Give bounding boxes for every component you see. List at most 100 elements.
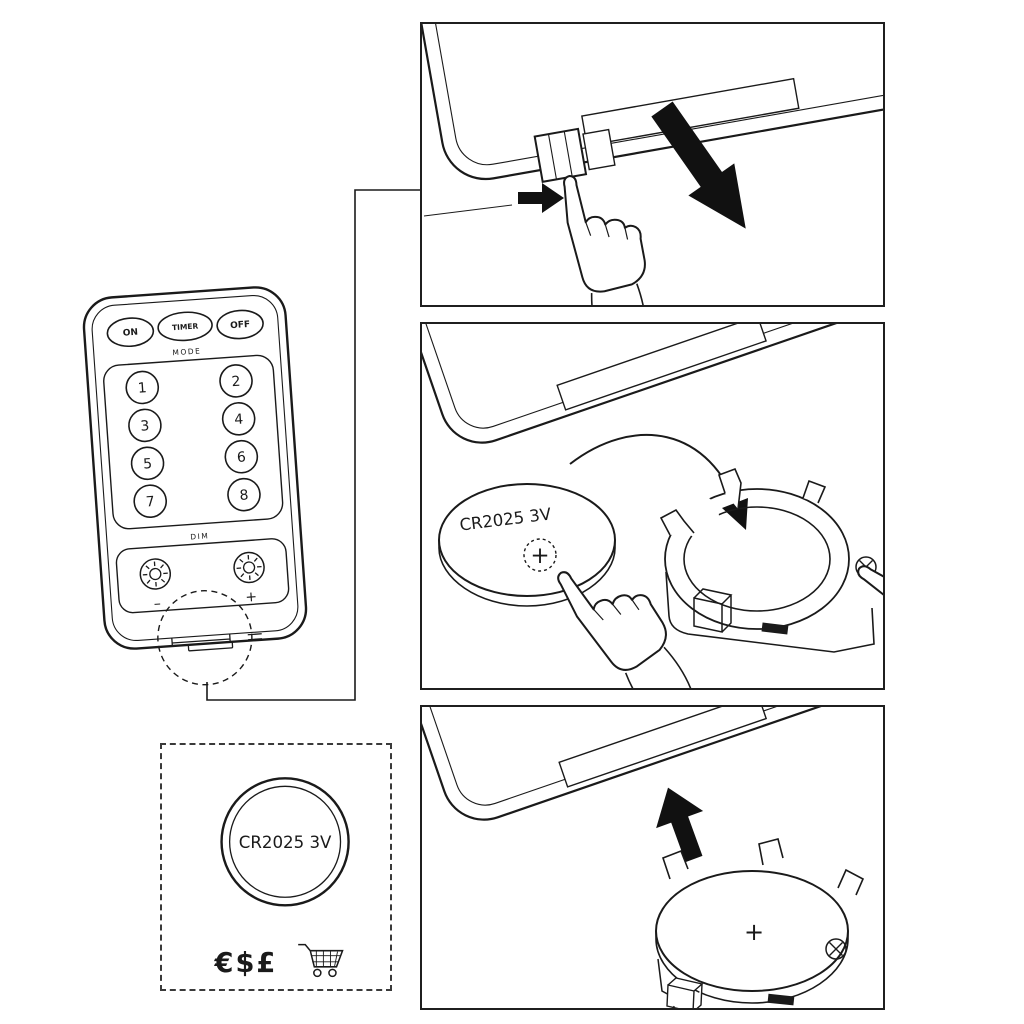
tray-slot (558, 707, 768, 788)
off-button (216, 309, 264, 340)
connector-block (666, 977, 704, 1008)
wrist-line-right (636, 283, 648, 305)
button-1-label: 1 (137, 380, 147, 397)
off-button-label: OFF (230, 320, 251, 331)
battery-spec-linework (220, 777, 350, 907)
battery-spec-drawing: CR2025 3V €$£ (213, 777, 350, 979)
pull-out-arrow-icon (651, 101, 746, 229)
battery-side (438, 540, 616, 607)
device-inner-line (425, 24, 883, 166)
battery-polarity-label: + (744, 918, 764, 946)
step-3-panel: + (420, 705, 885, 1010)
arrow-head (722, 498, 748, 530)
brightness-down-button (139, 558, 172, 590)
finger-creases (593, 599, 640, 621)
battery-tray-with-battery: + (655, 838, 865, 1008)
tray-edge-lines (171, 633, 263, 648)
insert-up-arrow-icon (656, 787, 704, 863)
button-7-label: 7 (145, 494, 155, 511)
screw-icon (825, 938, 847, 960)
button-3 (128, 408, 162, 443)
step-2-panel: CR2025 3V + (420, 322, 885, 690)
button-3-label: 3 (140, 418, 150, 435)
step-1-panel (420, 22, 885, 307)
pointing-hand-icon (563, 175, 648, 305)
step-3-illustration: + (422, 707, 883, 1008)
cart-wheel-right (328, 968, 337, 978)
tray-slot (556, 324, 767, 411)
timer-button (157, 311, 213, 342)
brightness-up-circle (233, 551, 265, 584)
dim-label: DIM (190, 531, 210, 541)
battery-model-label: CR2025 3V (239, 833, 332, 852)
battery-spec-box: CR2025 3V €$£ (160, 743, 392, 991)
device-corner (422, 324, 883, 444)
arrow-shape (656, 787, 704, 863)
button-5 (130, 446, 165, 481)
holder-base (665, 571, 875, 653)
on-button-label: ON (123, 328, 139, 339)
pointing-hand-icon (557, 571, 693, 688)
button-8-label: 8 (239, 487, 249, 504)
surface-line (423, 204, 513, 217)
contact-mark (761, 622, 789, 635)
keypad-outline (103, 354, 284, 530)
holder-clip-left (659, 508, 695, 536)
connector-block (693, 588, 733, 633)
device-corner (422, 707, 883, 821)
on-button (106, 317, 155, 348)
polarity-dotted-circle (523, 538, 557, 572)
arrow-shape (651, 101, 746, 229)
battery-tray-edge (171, 633, 263, 652)
remote-body-inner-line (91, 294, 299, 642)
wrist-line-right (663, 646, 693, 688)
hand-outline (857, 553, 883, 632)
battery-cr2025: CR2025 3V + (438, 483, 616, 607)
tray-clip-right (837, 868, 865, 896)
button-8 (227, 477, 261, 512)
number-button-labels: 1 2 3 4 5 6 7 8 (137, 374, 249, 511)
hand-outline (557, 571, 667, 671)
remote-body-outline (82, 286, 308, 650)
button-5-label: 5 (143, 456, 153, 473)
cart-grid (311, 950, 341, 967)
tray-clip-top (758, 838, 784, 866)
cart-basket (298, 943, 344, 968)
device-outline (422, 24, 883, 181)
battery-outer-circle (220, 777, 350, 907)
button-6 (224, 439, 259, 474)
battery-polarity-label: + (530, 543, 549, 569)
button-4-label: 4 (234, 412, 244, 429)
brightness-minus-label: – (153, 596, 161, 612)
dim-controls-outline (115, 538, 290, 614)
holder-outer-ring (664, 488, 850, 630)
dashed-callout-circle (157, 590, 253, 686)
shopping-cart-icon (298, 943, 344, 978)
sun-icon (142, 561, 168, 587)
contact-mark (767, 993, 795, 1006)
battery-inner-circle (228, 785, 342, 898)
timer-button-label: TIMER (172, 321, 199, 332)
button-6-label: 6 (236, 449, 246, 466)
battery-holder-tray (659, 467, 877, 653)
step-1-illustration (422, 24, 883, 305)
wrist-line-left (590, 293, 605, 305)
power-button-row (106, 309, 264, 348)
latch-tab-lines (547, 131, 573, 180)
holder-clip-top (717, 467, 742, 510)
currency-symbols: €$£ (213, 948, 277, 979)
hand-outline (563, 175, 646, 293)
button-1 (125, 370, 160, 405)
brightness-up-button (233, 551, 265, 584)
device-inner-line (422, 707, 883, 806)
holder-clip-right (802, 479, 827, 504)
tray-protrusion (187, 641, 234, 652)
pressing-hand-icon (857, 553, 883, 632)
device-outline (422, 707, 883, 821)
sun-icon (236, 554, 262, 580)
tray-rim (655, 931, 849, 1004)
tray-end-tab (582, 128, 616, 171)
battery-disc (438, 483, 616, 597)
finger-creases (585, 221, 629, 240)
